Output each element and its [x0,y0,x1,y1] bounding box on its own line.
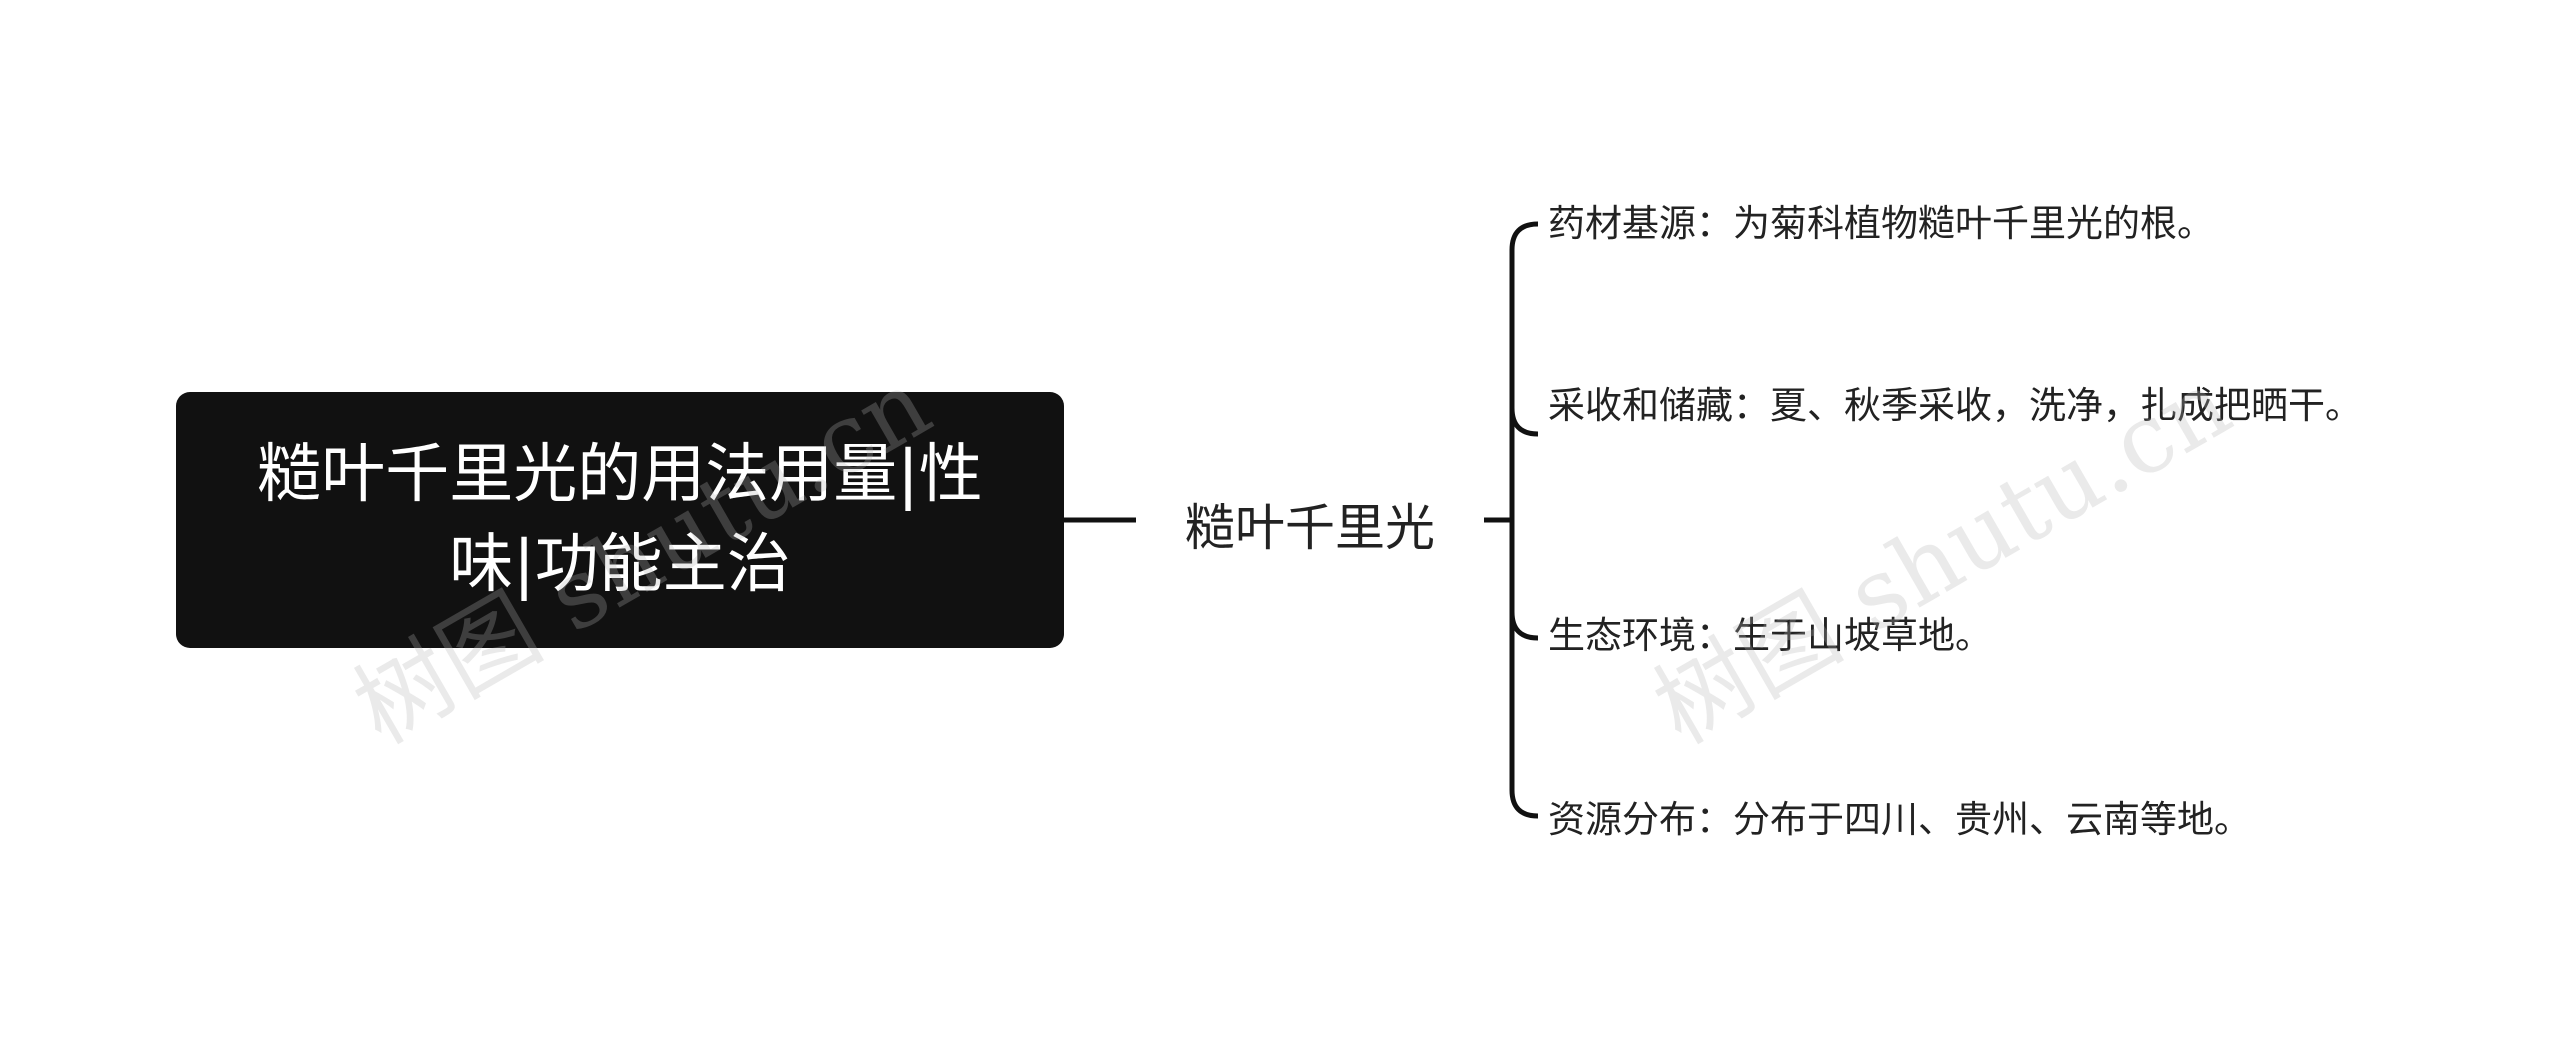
root-topic-node[interactable]: 糙叶千里光的用法用量|性味|功能主治 [176,392,1064,648]
branch-item-distribution[interactable]: 资源分布：分布于四川、贵州、云南等地。 [1548,798,2251,841]
branch-item-source[interactable]: 药材基源：为菊科植物糙叶千里光的根。 [1548,202,2214,245]
center-topic-label: 糙叶千里光 [1185,499,1435,557]
branch-item-harvest[interactable]: 采收和储藏：夏、秋季采收，洗净，扎成把晒干。 [1548,384,2362,427]
center-topic-node[interactable]: 糙叶千里光 [1148,488,1472,560]
root-topic-title: 糙叶千里光的用法用量|性味|功能主治 [257,438,983,602]
branch-2-connector [1509,407,1539,437]
branch-item-habitat[interactable]: 生态环境：生于山坡草地。 [1548,614,1992,657]
bracket-spine [1509,221,1539,819]
branch-3-connector [1509,611,1539,641]
